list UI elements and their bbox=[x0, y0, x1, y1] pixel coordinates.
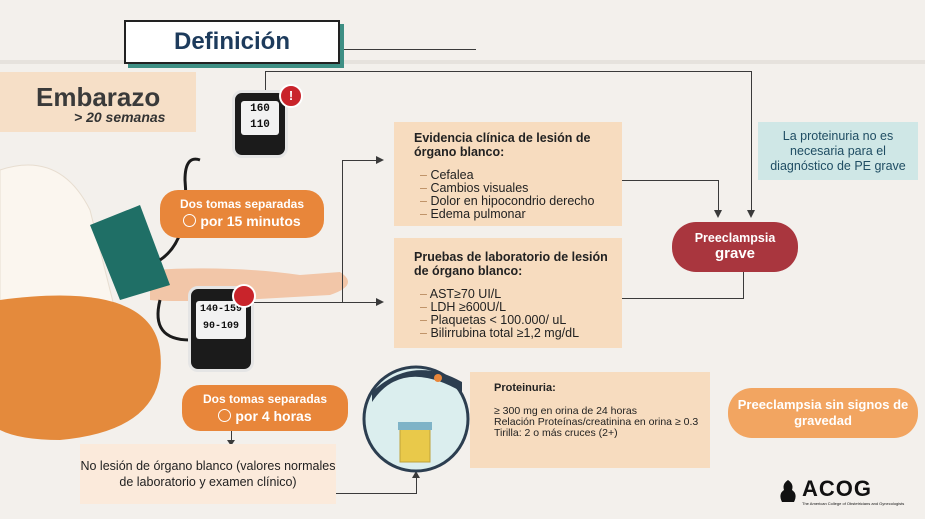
connector-line bbox=[622, 180, 718, 181]
connector-line bbox=[743, 272, 744, 299]
list-item: Plaquetas < 100.000/ uL bbox=[430, 314, 612, 327]
connector-line bbox=[718, 180, 719, 212]
measurement-interval-15min: Dos tomas separadas por 15 minutos bbox=[160, 190, 324, 238]
connector-line bbox=[265, 71, 266, 93]
list-item: Bilirrubina total ≥1,2 mg/dL bbox=[430, 327, 612, 340]
bp-screen: 160 110 bbox=[241, 101, 279, 135]
pill-line2: por 4 horas bbox=[235, 408, 312, 424]
urine-sample-icon bbox=[362, 365, 470, 473]
bp-monitor-top: 160 110 bbox=[232, 90, 288, 158]
acog-emblem-icon bbox=[780, 480, 796, 502]
bp-diastolic: 90-109 bbox=[202, 321, 239, 332]
connector-line bbox=[265, 71, 751, 72]
list-item: Dolor en hipocondrio derecho bbox=[430, 195, 612, 208]
severe-line2: grave bbox=[714, 245, 756, 262]
list-item: Tirilla: 2 o más cruces (2+) bbox=[494, 427, 618, 439]
list-item: ≥ 300 mg en orina de 24 horas bbox=[494, 405, 637, 417]
clock-icon bbox=[183, 214, 197, 227]
preeclampsia-no-severity-badge: Preeclampsia sin signos de gravedad bbox=[728, 388, 918, 438]
bp-diastolic: 110 bbox=[250, 119, 270, 131]
acog-subtitle: The American College of Obstetricians an… bbox=[802, 501, 905, 506]
connector-line bbox=[751, 71, 752, 216]
clock-icon bbox=[218, 409, 232, 422]
acog-name: ACOG bbox=[802, 476, 872, 501]
connector-line bbox=[336, 49, 476, 50]
pill-line1: Dos tomas separadas bbox=[202, 392, 328, 406]
clinical-heading: Evidencia clínica de lesión de órgano bl… bbox=[414, 131, 591, 159]
lab-heading: Pruebas de laboratorio de lesión de órga… bbox=[414, 250, 608, 278]
list-item: Edema pulmonar bbox=[430, 208, 612, 221]
connector-line bbox=[416, 478, 417, 494]
proteinuria-heading: Proteinuria: bbox=[494, 382, 556, 394]
list-item: Cefalea bbox=[430, 169, 612, 182]
proteinuria-panel: Proteinuria: ≥ 300 mg en orina de 24 hor… bbox=[470, 372, 710, 468]
pregnancy-title: Embarazo bbox=[36, 82, 161, 112]
list-item: LDH ≥600U/L bbox=[430, 301, 612, 314]
pill-line1: Dos tomas separadas bbox=[179, 197, 305, 211]
list-item: Relación Proteínas/creatinina en orina ≥… bbox=[494, 416, 699, 428]
list-item: AST≥70 UI/L bbox=[430, 288, 612, 301]
connector-line bbox=[342, 160, 343, 302]
proteinuria-note: La proteinuria no es necesaria para el d… bbox=[758, 122, 918, 180]
acog-logo: ACOG The American College of Obstetricia… bbox=[778, 476, 918, 512]
connector-line bbox=[248, 302, 376, 303]
pregnancy-subtitle: > 20 semanas bbox=[74, 109, 166, 125]
pregnancy-box bbox=[0, 72, 196, 132]
bp-systolic: 140-159 bbox=[199, 304, 242, 315]
bp-monitor-bottom: 140-159 90-109 bbox=[188, 286, 254, 372]
connector-line bbox=[231, 430, 232, 442]
severe-preeclampsia-badge: Preeclampsia grave bbox=[672, 222, 798, 272]
connector-line bbox=[336, 493, 416, 494]
severe-line1: Preeclampsia bbox=[694, 231, 776, 245]
list-item: Cambios visuales bbox=[430, 182, 612, 195]
alert-icon: ! bbox=[279, 84, 303, 108]
measurement-interval-4h: Dos tomas separadas por 4 horas bbox=[182, 385, 348, 431]
bp-screen: 140-159 90-109 bbox=[196, 301, 246, 339]
connector-line bbox=[622, 298, 743, 299]
pill-line2: por 15 minutos bbox=[200, 213, 301, 229]
clinical-evidence-panel: Evidencia clínica de lesión de órgano bl… bbox=[394, 122, 622, 226]
bp-systolic: 160 bbox=[250, 103, 270, 115]
page-title: Definición bbox=[124, 20, 340, 64]
thermometer-icon bbox=[232, 284, 256, 308]
lab-tests-panel: Pruebas de laboratorio de lesión de órga… bbox=[394, 238, 622, 348]
no-organ-damage-box: No lesión de órgano blanco (valores norm… bbox=[80, 444, 336, 504]
connector-line bbox=[342, 160, 376, 161]
